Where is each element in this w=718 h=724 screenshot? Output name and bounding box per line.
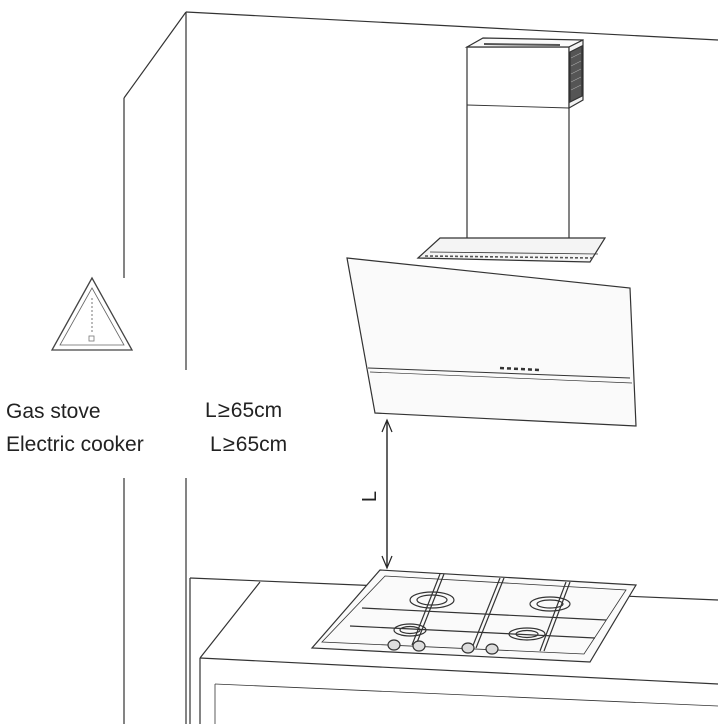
warning-triangle-icon	[50, 276, 134, 351]
distance-symbol: L	[205, 399, 217, 422]
gas-hob	[310, 569, 638, 663]
hood-chimney	[464, 37, 584, 247]
gas-stove-label: Gas stove	[6, 400, 101, 423]
gas-stove-distance: L≥65cm	[205, 397, 282, 423]
greater-equal-sign: ≥	[222, 431, 235, 456]
room-walls	[123, 11, 718, 724]
distance-value: 65cm	[235, 433, 288, 456]
hood-base	[416, 237, 607, 263]
distance-dimension-arrow	[381, 418, 393, 570]
electric-cooker-label: Electric cooker	[6, 433, 144, 456]
greater-equal-sign: ≥	[217, 397, 230, 422]
hood-glass-panel	[346, 257, 637, 427]
distance-symbol: L	[210, 433, 222, 456]
distance-value: 65cm	[230, 399, 283, 422]
dimension-label-L: L	[359, 490, 382, 503]
electric-cooker-distance: L≥65cm	[210, 431, 287, 457]
